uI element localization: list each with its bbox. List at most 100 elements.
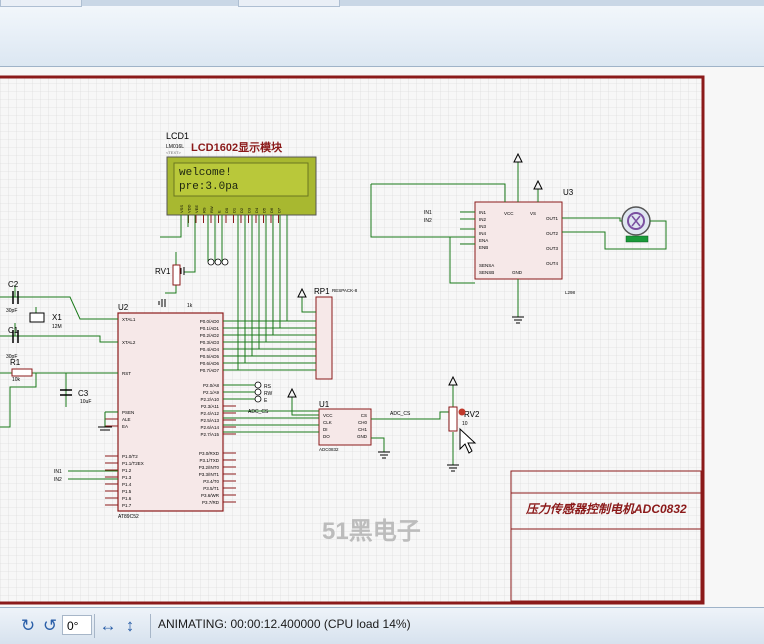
u2-pin-label: RST [122, 371, 131, 376]
u2-pin-label: P3.3/INT1 [199, 472, 220, 477]
potentiometer-rv2[interactable]: RV2 10 [448, 406, 480, 432]
tab[interactable] [238, 0, 340, 7]
u2-pin-label: P1.7 [122, 503, 132, 508]
u2-pin-label: P0.4/AD4 [200, 347, 220, 352]
wires [0, 162, 667, 480]
u2-pin-label: P3.2/INT0 [199, 465, 220, 470]
potentiometer-rv1[interactable]: RV1 1k [155, 264, 193, 309]
mirror-horizontal-icon[interactable]: ↔ [99, 616, 117, 635]
capacitor-c1[interactable]: C1 30pF [6, 326, 19, 360]
lcd-pin-label: D6 [269, 207, 274, 213]
rotate-clockwise-icon[interactable]: ↻ [20, 616, 36, 635]
title-block-text: 压力传感器控制电机ADC0832 [525, 502, 687, 516]
rotation-angle-field[interactable]: 0° [62, 615, 92, 635]
u2-pin-label: XTAL1 [122, 317, 136, 322]
schematic-sheet[interactable]: LCD1 LM016L <TEXT> LCD1602显示模块 welcome! … [0, 67, 764, 607]
u2-pin-label: P3.7/RD [202, 500, 220, 505]
lcd-module[interactable]: LCD1 LM016L <TEXT> LCD1602显示模块 welcome! … [166, 131, 317, 223]
u2-pin-label: P0.5/AD5 [200, 354, 220, 359]
lcd-pin-label: D5 [262, 207, 267, 213]
power-symbols [98, 152, 543, 472]
u2-part: AT89C52 [118, 514, 139, 520]
lcd-screen [173, 162, 309, 197]
lcd-pin-label: RS [202, 207, 207, 213]
lcd-pin-label: VEE [194, 205, 199, 213]
u2-pin-label: P3.4/T0 [203, 479, 219, 484]
net-label-in1: IN1 [54, 469, 62, 475]
u3-pin-label: IN3 [479, 224, 487, 229]
u3-pin-label: GND [512, 270, 523, 275]
u2-pin-label: P2.0/A8 [203, 383, 220, 388]
lcd-pin-label: D7 [277, 207, 282, 213]
svg-text:<TEXT>: <TEXT> [166, 150, 182, 155]
u3-pin-label: ENA [479, 238, 488, 243]
lcd-title: LCD1602显示模块 [191, 140, 283, 154]
u1-pin-label: CH0 [358, 420, 367, 425]
mirror-vertical-icon[interactable]: ↕ [125, 616, 135, 635]
rv1-ref: RV1 [155, 267, 171, 276]
watermark: 51黑电子 [322, 518, 421, 545]
u2-pin-label: P0.1/AD1 [200, 326, 220, 331]
u2-pin-label: ALE [122, 417, 131, 422]
u2-pin-label: P1.4 [122, 482, 132, 487]
title-block: 压力传感器控制电机ADC0832 [510, 470, 702, 602]
u2-pin-label: P0.7/AD7 [200, 368, 220, 373]
u2-pin-label: P1.3 [122, 475, 132, 480]
u2-pin-label: P1.5 [122, 489, 132, 494]
c3-value: 10uF [80, 399, 91, 405]
rotate-anticlockwise-icon[interactable]: ↺ [42, 616, 58, 635]
schematic-canvas[interactable]: LCD1 LM016L <TEXT> LCD1602显示模块 welcome! … [0, 67, 764, 607]
lcd-pin-label: RW [209, 206, 214, 213]
u2-pin-label: P1.0/T2 [122, 454, 138, 459]
capacitor-c2[interactable]: C2 30pF [6, 280, 19, 314]
u2-pin-label: P2.3/A11 [201, 404, 220, 409]
sheet-grid [0, 77, 703, 603]
rp1-ref: RP1 [314, 287, 330, 296]
dc-motor[interactable] [621, 206, 651, 243]
rv2-value: 10 [462, 421, 468, 427]
mouse-cursor-icon [459, 427, 477, 454]
net-label-adc-cs: ADC_CS [248, 409, 269, 415]
rv2-ref: RV2 [464, 410, 480, 419]
lcd-pin-label: D2 [239, 207, 244, 213]
net-label-in2: IN2 [54, 477, 62, 483]
lcd-pin-label: VSS [179, 205, 184, 213]
rp1-resistor-pack[interactable]: RP1 RESPACK-8 [314, 287, 358, 380]
u1-pin-label: VCC [323, 413, 333, 418]
tab[interactable] [0, 0, 82, 7]
u2-pin-label: P3.0/RXD [199, 451, 220, 456]
capacitor-c3[interactable]: C3 10uF [60, 389, 91, 405]
u2-pin-label: P0.0/AD0 [200, 319, 220, 324]
r1-ref: R1 [10, 358, 21, 367]
u2-pin-label: P2.6/A14 [200, 425, 219, 430]
lcd-pin-label: D1 [232, 207, 237, 213]
c1-value: 30pF [6, 354, 17, 360]
sheet-border [0, 75, 705, 605]
crystal-x1[interactable]: X1 12M [29, 312, 62, 330]
u2-ref: U2 [118, 303, 129, 312]
lcd-line-1: welcome! [179, 167, 232, 179]
u2-pin-label: P2.7/A15 [200, 432, 219, 437]
simulation-status: ANIMATING: 00:00:12.400000 (CPU load 14%… [158, 617, 411, 631]
u3-pin-label: IN2 [479, 217, 487, 222]
x1-ref: X1 [52, 313, 62, 322]
x1-value: 12M [52, 324, 62, 330]
u2-pin-label: P3.5/T1 [203, 486, 219, 491]
u3-pin-label: OUT3 [546, 246, 558, 251]
u3-pin-label: OUT4 [546, 261, 558, 266]
lcd-line-2: pre:3.0pa [179, 181, 239, 193]
u2-pin-label: P1.1/T2EX [122, 461, 144, 466]
u2-pin-label: P3.1/TXD [199, 458, 219, 463]
u3-pin-label: IN4 [479, 231, 487, 236]
u2-pin-label: P0.3/AD3 [200, 340, 220, 345]
r1-value: 10k [12, 377, 21, 383]
u2-microcontroller[interactable]: U2 AT89C52 XTAL1XTAL2RSTPSENALEEAP1.0/T2… [105, 303, 236, 520]
u3-pin-label: VCC [504, 211, 514, 216]
lcd-pin-label: E [217, 210, 222, 213]
net-label-rw: RW [264, 391, 273, 397]
resistor-r1[interactable]: R1 10k [10, 358, 33, 383]
